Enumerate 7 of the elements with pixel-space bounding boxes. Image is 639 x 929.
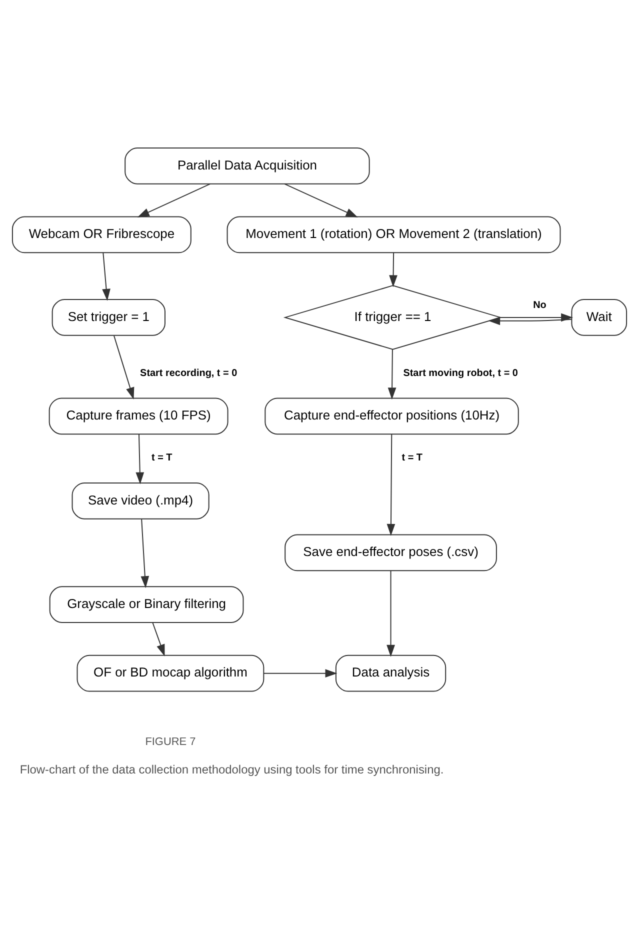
edge-label: t = T <box>402 452 422 464</box>
label: FIGURE 7 <box>145 736 196 748</box>
edge-label: Start moving robot, t = 0 <box>403 368 518 379</box>
edge-label: No <box>533 300 546 311</box>
caption: Flow-chart of the data collection methodology using tools for time synchronising. <box>20 762 444 777</box>
edge-label: t = T <box>152 452 172 464</box>
edge-label: Start recording, t = 0 <box>140 368 238 379</box>
